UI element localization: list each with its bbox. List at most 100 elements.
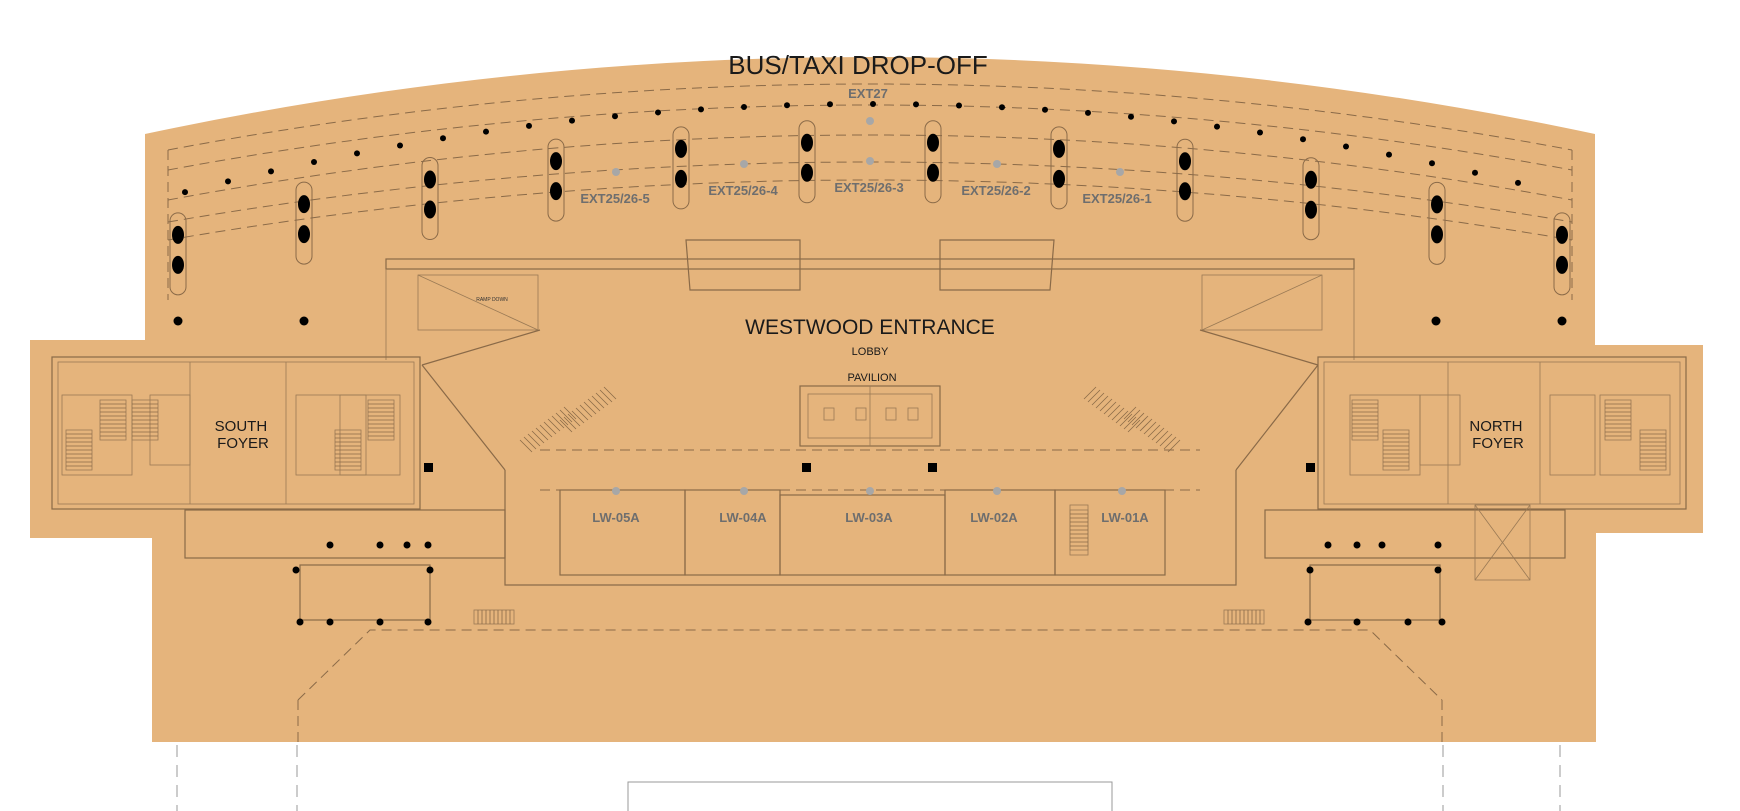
pod-outline: [295, 181, 313, 265]
escalator-step: [559, 409, 573, 423]
escalator-step: [1099, 398, 1113, 412]
pod-column: [298, 225, 310, 244]
pod-outline: [169, 212, 187, 296]
escalator-step: [1127, 409, 1141, 423]
escalator-step: [1163, 436, 1177, 450]
pod-column: [550, 182, 562, 201]
arc-column-dot: [870, 101, 876, 108]
pod-outline: [798, 120, 816, 204]
escalator-step: [571, 410, 585, 424]
lower-column-dot: [403, 541, 411, 549]
staircase: [1604, 399, 1632, 441]
arc-column-dot: [741, 103, 747, 110]
escalator-step: [595, 392, 609, 406]
escalator-step: [1083, 386, 1097, 400]
escalator-step: [1103, 401, 1117, 415]
escalator-step: [1155, 430, 1169, 444]
arc-column-dot: [268, 168, 274, 175]
lower-column-dot: [1353, 541, 1361, 549]
escalator-step: [587, 398, 601, 412]
arc-column-dot: [1128, 113, 1134, 120]
arc-column-dot: [1386, 151, 1392, 158]
escalator-step: [591, 395, 605, 409]
lower-column-dot: [1306, 566, 1314, 574]
pod-column: [1556, 225, 1568, 244]
arc-column-dot: [483, 128, 489, 135]
gate-ext25-26-4[interactable]: EXT25/26-4: [708, 183, 778, 198]
pod-column: [172, 255, 184, 274]
bus-bay-pod: [924, 120, 942, 204]
pod-column: [675, 139, 687, 158]
arc-column-dot: [354, 150, 360, 157]
lower-column-dot: [292, 566, 300, 574]
interior-columns: [173, 316, 1567, 472]
gate-ext25-26-3[interactable]: EXT25/26-3: [834, 180, 903, 195]
staircase: [1639, 429, 1667, 471]
staircase: [334, 429, 362, 471]
arc-column-dot: [182, 189, 188, 196]
bus-bay-pod: [1302, 157, 1320, 241]
lower-column-dot: [376, 618, 384, 626]
arc-column-dot: [913, 101, 919, 108]
gate-ext25-26-1[interactable]: EXT25/26-1: [1082, 191, 1151, 206]
north-foyer-structure: [1264, 356, 1687, 621]
staircase: [367, 399, 395, 441]
staircase: [1069, 509, 1089, 551]
staircase: [1382, 429, 1410, 471]
pod-outline: [1302, 157, 1320, 241]
lower-column-dot: [1434, 566, 1442, 574]
gate-ext25-26-5[interactable]: EXT25/26-5: [580, 191, 649, 206]
staircase: [65, 429, 93, 471]
escalator-step: [519, 439, 533, 453]
escalator-step: [563, 406, 577, 420]
escalator-step: [539, 424, 553, 438]
pod-column: [801, 163, 813, 182]
staircase: [99, 399, 127, 441]
pod-outline: [421, 157, 439, 241]
escalator-step: [603, 386, 617, 400]
gate-lw-01a[interactable]: LW-01A: [1101, 510, 1149, 525]
pod-outline: [1176, 138, 1194, 222]
gate-lw-05a[interactable]: LW-05A: [592, 510, 640, 525]
pod-column: [801, 133, 813, 152]
gate-lw-03a[interactable]: LW-03A: [845, 510, 893, 525]
arc-column-dot: [827, 101, 833, 108]
gate-ext25-26-2[interactable]: EXT25/26-2: [961, 183, 1030, 198]
bus-bay-pod: [1553, 212, 1571, 296]
arc-column-dot: [225, 178, 231, 185]
arc-column-dot: [1257, 129, 1263, 136]
escalator-step: [543, 421, 557, 435]
pod-outline: [1428, 181, 1446, 265]
arc-column-dot: [1300, 136, 1306, 143]
lower-column-dot: [1304, 618, 1312, 626]
entrance-hall: [385, 239, 1355, 586]
pod-column: [1556, 255, 1568, 274]
escalator-step: [1167, 439, 1181, 453]
arc-column-dot: [526, 122, 532, 129]
escalator-step: [1131, 412, 1145, 426]
gate-lw-02a[interactable]: LW-02A: [970, 510, 1018, 525]
escalator: [1123, 406, 1181, 453]
bus-bay-pods: [169, 120, 1571, 296]
north-foyer-label: NORTH FOYER: [1469, 418, 1526, 452]
arc-column-dot: [1515, 179, 1521, 186]
staircase: [1223, 609, 1265, 625]
south-foyer-label: SOUTH FOYER: [215, 418, 272, 452]
pod-column: [675, 169, 687, 188]
lower-column-dot: [1434, 541, 1442, 549]
escalator-step: [1123, 416, 1137, 430]
pod-outline: [672, 126, 690, 210]
arc-column-dot: [784, 102, 790, 109]
gate-lw-04a[interactable]: LW-04A: [719, 510, 767, 525]
bus-bay-pod: [1428, 181, 1446, 265]
lobby-label: LOBBY: [852, 346, 889, 358]
escalator-step: [1127, 419, 1141, 433]
pod-column: [1431, 225, 1443, 244]
bus-bay-pod: [798, 120, 816, 204]
gate-ext27[interactable]: EXT27: [848, 86, 888, 101]
escalator-step: [1111, 407, 1125, 421]
pod-column: [1179, 152, 1191, 171]
bus-bay-pod: [1050, 126, 1068, 210]
escalator-step: [531, 430, 545, 444]
escalator-step: [1091, 392, 1105, 406]
